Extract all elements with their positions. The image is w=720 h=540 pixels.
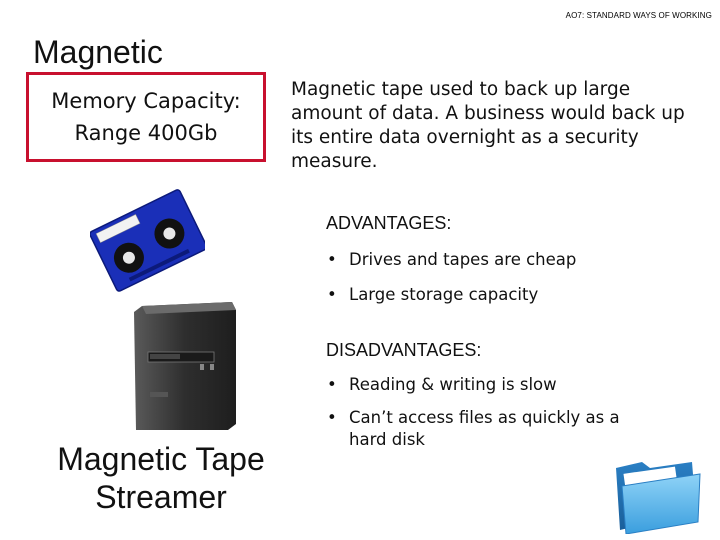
page-title: Magnetic <box>33 34 163 70</box>
list-item: Large storage capacity <box>327 284 687 306</box>
capacity-line-2: Range 400Gb <box>74 121 218 145</box>
capacity-line-1: Memory Capacity: <box>51 89 241 113</box>
capacity-box: Memory Capacity: Range 400Gb <box>26 72 266 162</box>
list-item: Drives and tapes are cheap <box>327 249 687 271</box>
caption-line-1: Magnetic Tape <box>57 441 265 477</box>
folder-icon <box>612 452 704 534</box>
description-text: Magnetic tape used to back up large amou… <box>291 79 685 172</box>
disadvantages-list: Reading & writing is slow Can’t access f… <box>327 374 642 451</box>
disadvantages-heading: DISADVANTAGES: <box>326 340 482 360</box>
caption: Magnetic Tape Streamer <box>26 440 296 516</box>
tape-drive-icon <box>132 302 238 430</box>
list-item: Reading & writing is slow <box>327 374 642 396</box>
tape-cartridge-icon <box>90 188 205 293</box>
advantages-heading: ADVANTAGES: <box>326 213 452 233</box>
header-tag: AO7: STANDARD WAYS OF WORKING <box>565 11 712 20</box>
advantages-list: Drives and tapes are cheap Large storage… <box>327 249 687 306</box>
caption-line-2: Streamer <box>95 479 227 515</box>
list-item: Can’t access files as quickly as a hard … <box>327 407 642 451</box>
